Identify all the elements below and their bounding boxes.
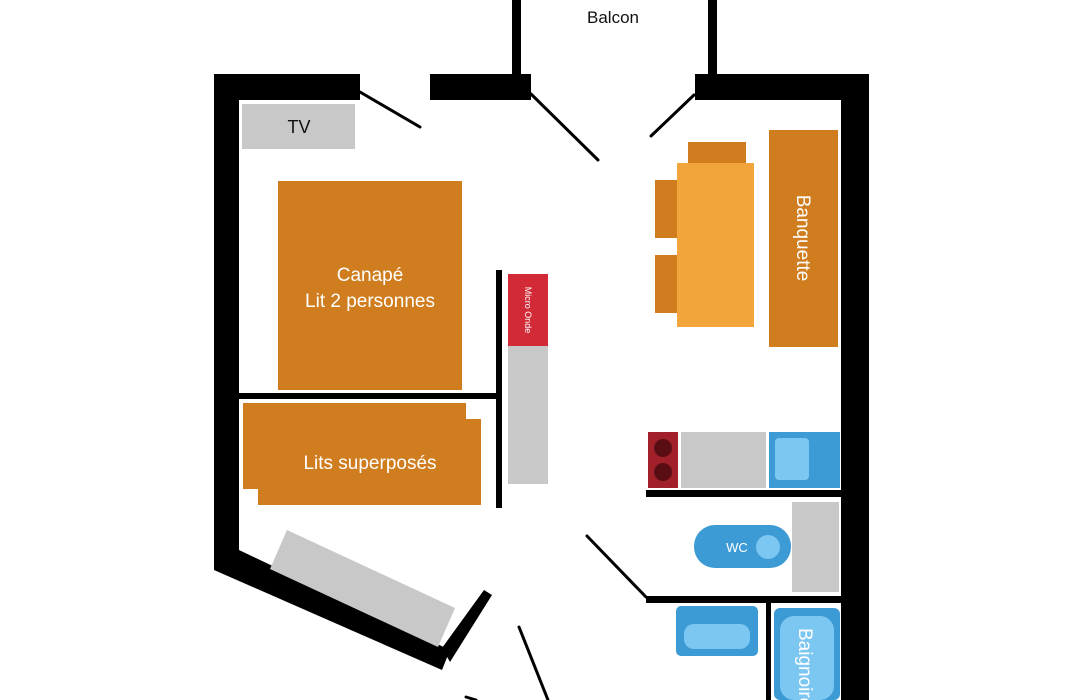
- wc-seat-circle: [756, 535, 780, 559]
- top-wall-middle: [430, 74, 531, 100]
- bathtub-label: Baignoire: [794, 628, 815, 700]
- bench-seat-label: Banquette: [792, 195, 813, 282]
- left-wall: [214, 74, 239, 570]
- wc-label: WC: [726, 540, 748, 555]
- balcony-wall-left: [512, 0, 521, 80]
- tv-unit: [242, 104, 355, 149]
- sofa-bed-label-line2: Lit 2 personnes: [305, 291, 435, 312]
- door-swing-5: [517, 625, 550, 700]
- bunk-bed-label: Lits superposés: [303, 453, 436, 474]
- door-swing-1: [358, 90, 422, 129]
- sofa-bed-label-line1: Canapé: [337, 265, 404, 286]
- chair-left-1: [655, 180, 680, 238]
- right-wall: [841, 74, 869, 700]
- bathtub-inner: [780, 616, 834, 700]
- hob-burner-bottom: [654, 463, 672, 481]
- door-swing-2: [529, 92, 600, 162]
- diagonal-wall: [214, 550, 450, 670]
- door-swing-3: [649, 93, 696, 138]
- chair-left-2: [655, 255, 680, 313]
- kitchen-counter: [681, 432, 766, 488]
- sofa-bed: [278, 181, 462, 390]
- tv-label: TV: [287, 117, 310, 137]
- bunk-bed-upper: [258, 419, 481, 505]
- door-swing-4: [585, 534, 648, 599]
- bench-seat: [769, 130, 838, 347]
- partitions: [239, 270, 841, 700]
- partition-wc-bottom: [646, 596, 841, 603]
- entrance-cabinet: [270, 530, 455, 647]
- hob-burner-top: [654, 439, 672, 457]
- partition-bedroom-horizontal: [239, 393, 501, 399]
- counter-grey: [508, 346, 548, 484]
- kitchen-sink-basin: [775, 438, 809, 480]
- partition-kitchen-bottom: [646, 490, 841, 497]
- dining-table: [677, 163, 754, 327]
- microwave: [508, 274, 548, 346]
- door-swings: [358, 90, 696, 700]
- wc-grey-block: [792, 502, 839, 592]
- partition-bedroom-vertical: [496, 270, 502, 508]
- balcon-label: Balcon: [587, 8, 639, 27]
- walls: [214, 0, 869, 700]
- partition-bath-vertical: [766, 603, 771, 700]
- entrance-wall-stub: [442, 590, 492, 662]
- microwave-label: Micro Onde: [523, 287, 533, 334]
- washbasin-bowl: [684, 624, 750, 649]
- top-wall-right: [695, 74, 869, 100]
- balcony-wall-right: [708, 0, 717, 80]
